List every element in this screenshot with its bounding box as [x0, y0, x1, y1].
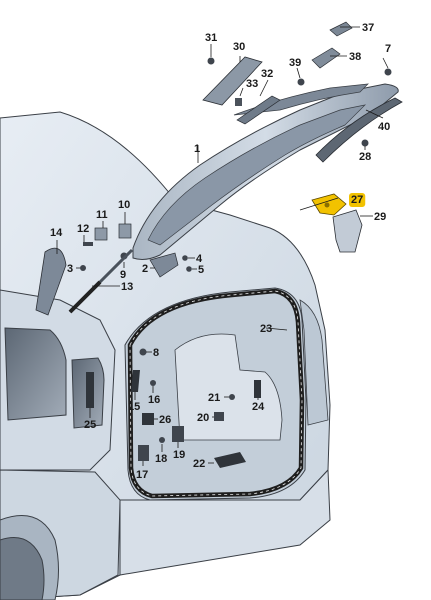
- callout-21: 21: [208, 392, 220, 404]
- callout-40: 40: [378, 121, 390, 133]
- callout-30: 30: [233, 41, 245, 53]
- callout-4: 4: [196, 253, 203, 265]
- callout-12: 12: [77, 223, 89, 235]
- car-body: [0, 111, 331, 600]
- part-8-clip: [139, 348, 147, 356]
- part-37-cap: [329, 21, 353, 37]
- rear-bumper: [119, 468, 331, 576]
- callout-5: 5: [198, 264, 204, 276]
- part-30-trim: [202, 56, 263, 106]
- spoiler-rail: [315, 97, 403, 163]
- part-12-bolt: [83, 242, 93, 246]
- callout-10: 10: [118, 199, 130, 211]
- part-39-nut: [297, 78, 305, 86]
- callout-13: 13: [121, 281, 133, 293]
- callout-9: 9: [120, 269, 126, 281]
- callout-17: 17: [136, 469, 148, 481]
- part-4-bolt: [182, 255, 188, 261]
- part-25-buffer: [86, 372, 94, 408]
- callout-25: 25: [84, 419, 96, 431]
- callout-27: 27: [351, 194, 363, 206]
- part-3-bolt: [80, 265, 86, 271]
- callout-38: 38: [349, 51, 361, 63]
- callout-39: 39: [289, 57, 301, 69]
- callout-7: 7: [385, 43, 391, 55]
- rear-pillar: [299, 299, 329, 426]
- callout-labels: 1 2 3 4 5 7 8 9 10 11 12 13 14 15 16 17 …: [50, 22, 391, 481]
- callout-19: 19: [173, 449, 185, 461]
- part-2-hinge: [149, 252, 179, 278]
- callout-32: 32: [261, 68, 273, 80]
- callout-20: 20: [197, 412, 209, 424]
- callout-31: 31: [205, 32, 217, 44]
- callout-27-highlight: [349, 193, 366, 207]
- part-19-trim: [172, 426, 184, 442]
- part-31-screw: [207, 57, 215, 65]
- callout-2: 2: [142, 263, 148, 275]
- callout-15: 15: [128, 401, 140, 413]
- part-15-latch: [131, 370, 140, 392]
- part-7-clip: [384, 68, 392, 76]
- callout-37: 37: [362, 22, 374, 34]
- wheel: [0, 537, 45, 600]
- tailgate-inner: [147, 104, 367, 246]
- part-18-screw: [159, 437, 165, 443]
- callout-11: 11: [96, 209, 108, 221]
- callout-3: 3: [67, 263, 73, 275]
- callout-24: 24: [252, 401, 265, 413]
- callout-29: 29: [374, 211, 386, 223]
- part-26-cover: [142, 413, 154, 425]
- part-33-clip: [235, 98, 242, 106]
- small-parts: [35, 21, 392, 468]
- part-11-hinge-cover: [94, 227, 108, 241]
- part-5-bolt: [186, 266, 192, 272]
- trunk-interior: [174, 333, 283, 441]
- callout-28: 28: [359, 151, 371, 163]
- part-28-nut: [361, 139, 369, 147]
- callout-26: 26: [159, 414, 171, 426]
- part-24-buffer: [254, 380, 261, 398]
- part-17-cap: [138, 445, 149, 461]
- callout-8: 8: [153, 347, 159, 359]
- part-10-hinge: [118, 223, 132, 239]
- callout-33: 33: [246, 78, 258, 90]
- part-29-bracket: [332, 209, 363, 253]
- callout-14: 14: [50, 227, 63, 239]
- callout-22: 22: [193, 458, 205, 470]
- leader-lines: [56, 26, 389, 466]
- callout-18: 18: [155, 453, 167, 465]
- part-21-screw: [229, 394, 235, 400]
- part-20-clip: [214, 412, 224, 421]
- part-14-cover: [35, 247, 67, 316]
- callout-23: 23: [260, 323, 272, 335]
- callout-16: 16: [148, 394, 160, 406]
- callout-1: 1: [194, 143, 200, 155]
- part-38-handle: [311, 47, 341, 69]
- car-side-window: [4, 327, 67, 421]
- part-16-bolt: [150, 380, 156, 386]
- part-22-handle: [214, 452, 246, 468]
- part-32-strip: [236, 95, 281, 125]
